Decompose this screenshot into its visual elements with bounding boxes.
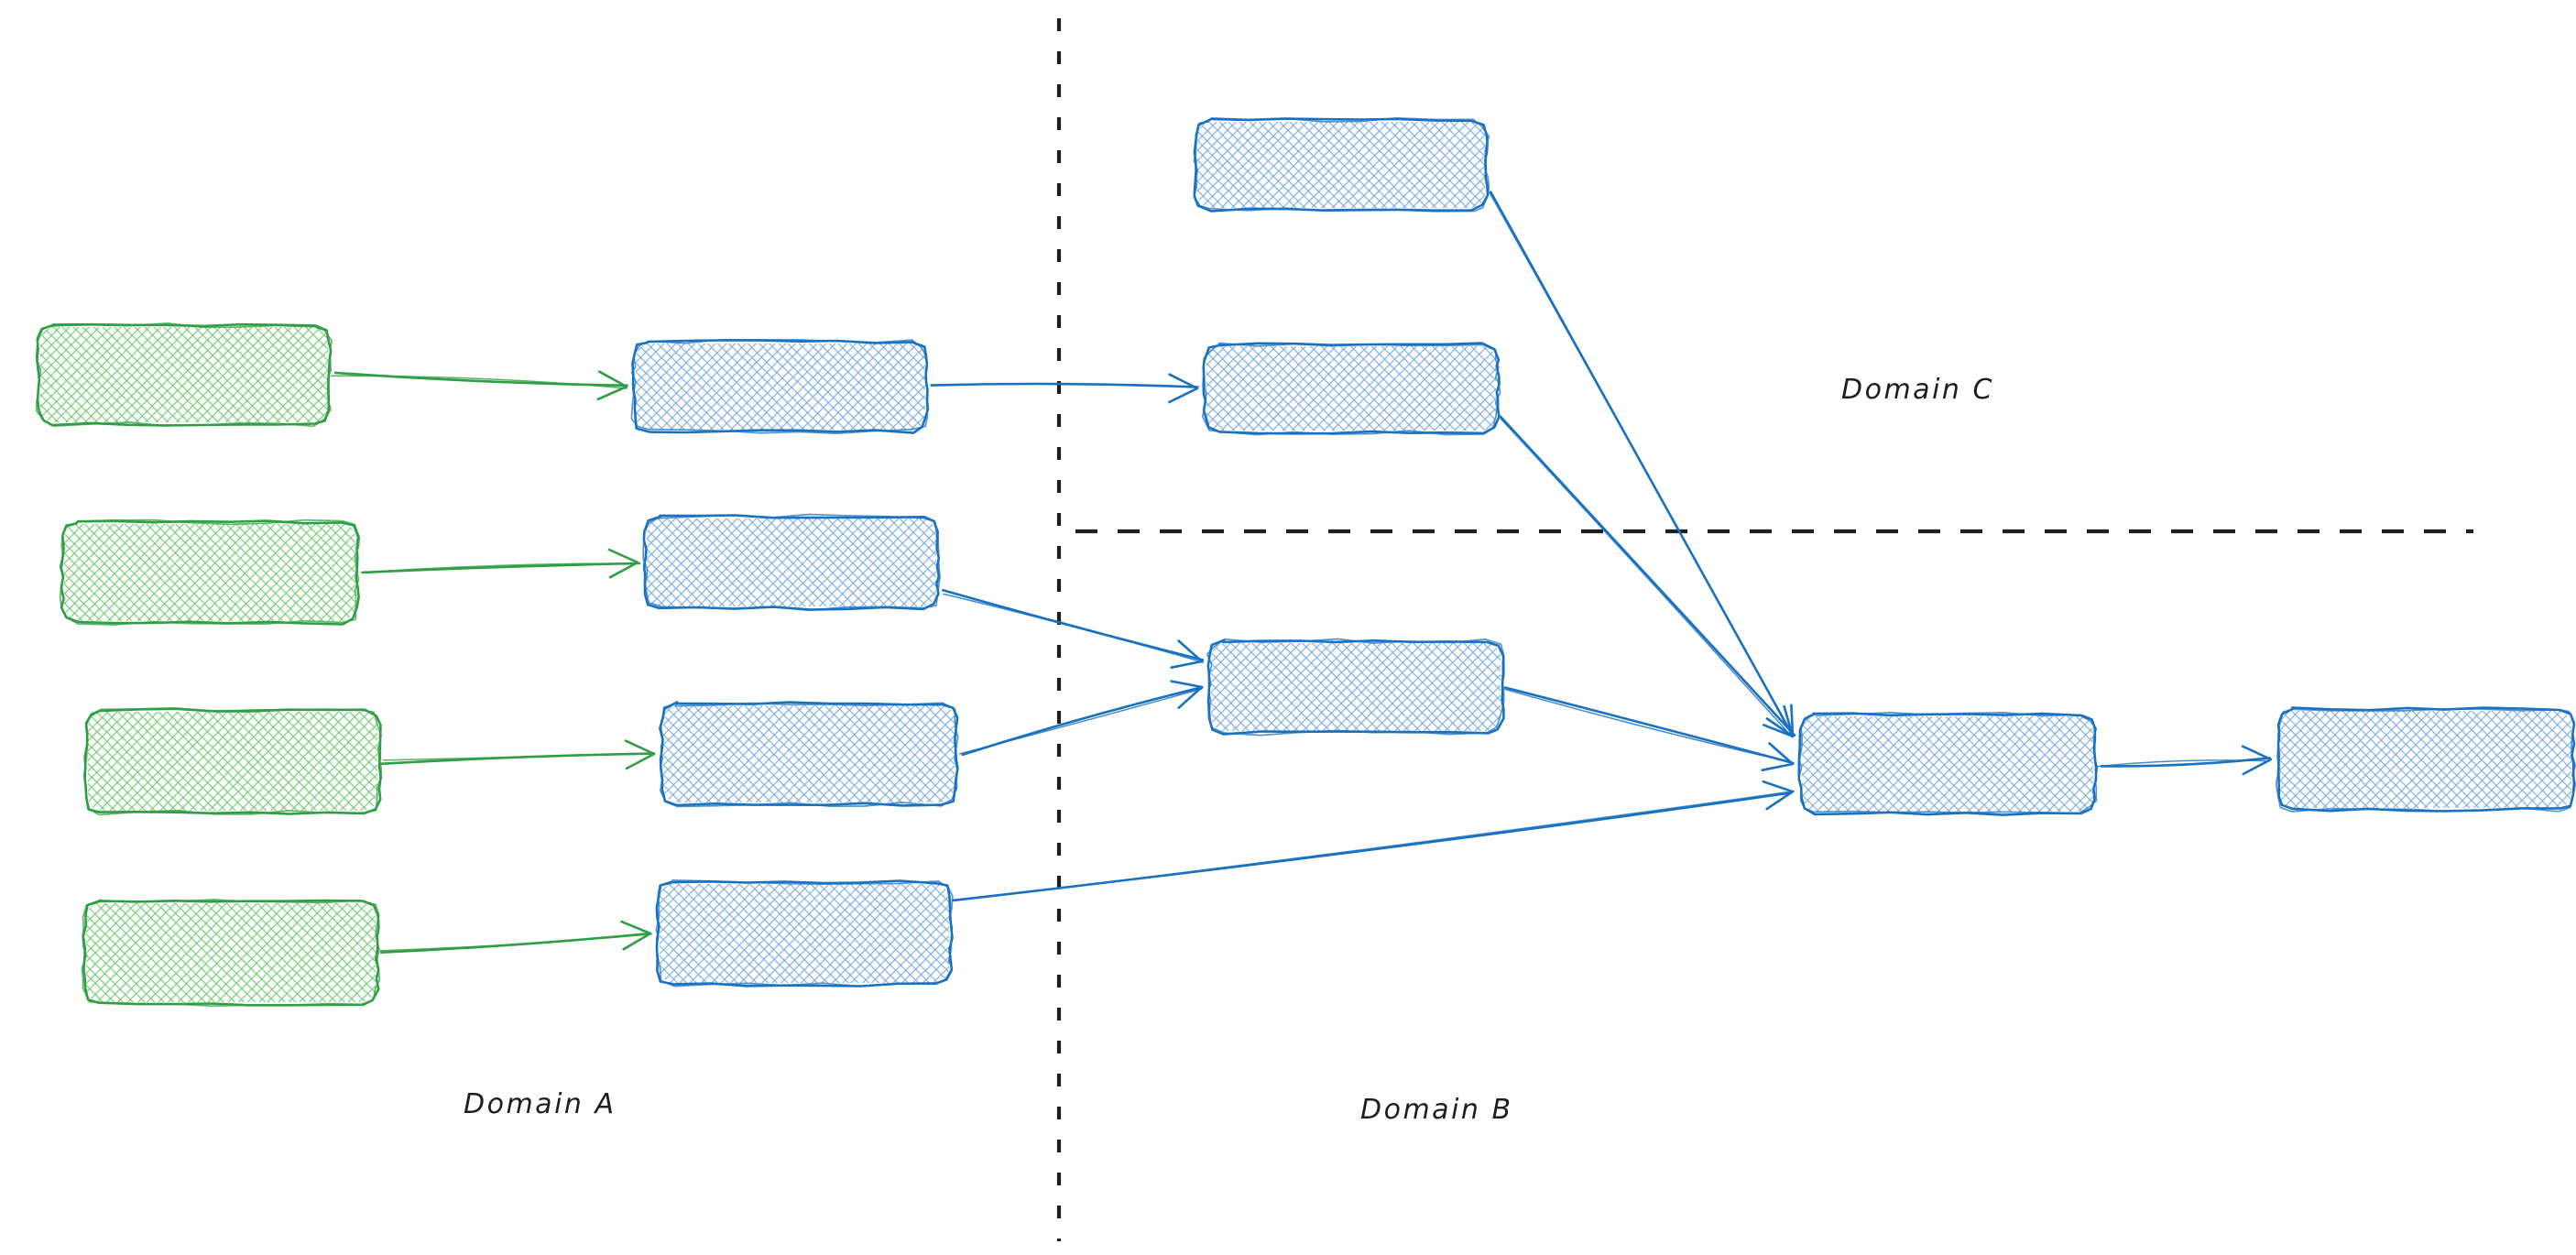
- edge-line: [1503, 686, 1794, 764]
- edge-e-a4-b4[interactable]: [379, 920, 653, 954]
- node-b2[interactable]: [517, 507, 1059, 617]
- edge-line: [361, 562, 641, 574]
- edge-line: [958, 688, 1203, 755]
- edge-arrowhead: [1763, 704, 1795, 738]
- node-d1[interactable]: [1665, 705, 2223, 823]
- node-hatch-fill: [64, 524, 355, 621]
- edge-line: [942, 588, 1205, 661]
- edge-e-b3-c3[interactable]: [958, 680, 1204, 757]
- edge-arrowhead: [596, 370, 628, 401]
- node-outline-pass2: [659, 702, 959, 808]
- edge-line: [360, 562, 639, 573]
- edge-arrowhead: [1170, 639, 1204, 669]
- node-outline-pass2: [59, 518, 361, 626]
- node-hatch-fill: [88, 712, 377, 811]
- edge-line: [382, 753, 655, 761]
- node-outline-pass2: [1206, 638, 1505, 737]
- node-hatch-fill: [663, 705, 955, 802]
- node-hatch-fill: [1211, 643, 1501, 731]
- node-outline-pass2: [82, 706, 383, 816]
- node-c1[interactable]: [1068, 111, 1608, 219]
- edge-line: [943, 593, 1205, 663]
- edge-e-a2-b2[interactable]: [360, 548, 641, 579]
- edge-line: [932, 383, 1200, 387]
- edge-e-a1-b1[interactable]: [330, 370, 628, 401]
- edge-arrowhead: [1168, 373, 1199, 404]
- edge-line: [955, 790, 1795, 901]
- node-outline-pass2: [630, 338, 929, 435]
- node-a1[interactable]: [0, 316, 461, 433]
- node-hatch-fill: [1206, 346, 1496, 431]
- node-outline-pass2: [2275, 708, 2576, 813]
- node-b1[interactable]: [507, 333, 1047, 441]
- node-hatch-fill: [1802, 716, 2093, 812]
- node-c3[interactable]: [1081, 632, 1623, 742]
- edge-arrowhead: [607, 548, 639, 579]
- node-a4[interactable]: [0, 892, 507, 1013]
- node-a2[interactable]: [0, 513, 485, 632]
- edge-line: [330, 375, 628, 389]
- edge-e-d1-d2[interactable]: [2097, 745, 2273, 776]
- node-outline: [1202, 342, 1501, 435]
- node-outline-pass2: [35, 322, 333, 428]
- edge-line: [2100, 757, 2271, 768]
- edge-arrowhead: [620, 920, 652, 951]
- edge-e-b1-c2[interactable]: [930, 373, 1200, 404]
- node-outline-pass2: [1193, 116, 1490, 213]
- node-outline-pass2: [655, 878, 954, 988]
- node-b3[interactable]: [524, 694, 1084, 813]
- edge-e-b2-c3[interactable]: [942, 588, 1205, 669]
- node-hatch-fill: [647, 518, 936, 606]
- node-outline: [1193, 117, 1490, 213]
- node-hatch-fill: [1197, 122, 1485, 208]
- node-c2[interactable]: [1080, 335, 1619, 442]
- edge-line: [1500, 418, 1794, 738]
- node-a3[interactable]: [0, 701, 510, 822]
- edge-arrowhead: [1761, 742, 1795, 771]
- node-d2[interactable]: [2141, 700, 2576, 819]
- edge-e-a3-b3[interactable]: [378, 739, 656, 770]
- node-hatch-fill: [40, 327, 328, 422]
- edge-arrowhead: [1762, 780, 1795, 811]
- node-layer: [0, 111, 2576, 1013]
- edge-layer: [330, 191, 2273, 954]
- node-outline: [2276, 706, 2576, 813]
- node-outline-pass2: [1201, 342, 1501, 436]
- edge-e-c3-d1[interactable]: [1503, 686, 1795, 771]
- label-domain-c: Domain C: [1841, 374, 1994, 406]
- edge-line: [379, 933, 653, 952]
- node-hatch-fill: [636, 344, 925, 430]
- node-outline-pass2: [1797, 711, 2099, 814]
- edge-arrowhead: [1170, 680, 1204, 709]
- edge-e-c2-d1[interactable]: [1499, 415, 1796, 738]
- edge-arrowhead: [624, 739, 656, 770]
- node-hatch-fill: [660, 884, 949, 983]
- edge-e-b4-d1[interactable]: [952, 780, 1795, 902]
- edge-e-c1-d1[interactable]: [1489, 191, 1795, 738]
- edge-line: [1489, 191, 1794, 737]
- edge-line: [2097, 759, 2271, 768]
- node-hatch-fill: [86, 903, 376, 1002]
- edge-arrowhead: [2241, 745, 2273, 776]
- node-hatch-fill: [2280, 711, 2571, 808]
- label-domain-b: Domain B: [1360, 1094, 1513, 1126]
- node-outline-pass2: [642, 513, 941, 612]
- edge-line: [1499, 415, 1796, 737]
- node-b4[interactable]: [518, 873, 1081, 994]
- label-domain-a: Domain A: [464, 1088, 617, 1120]
- node-outline-pass2: [81, 899, 381, 1008]
- edge-line: [1504, 688, 1795, 764]
